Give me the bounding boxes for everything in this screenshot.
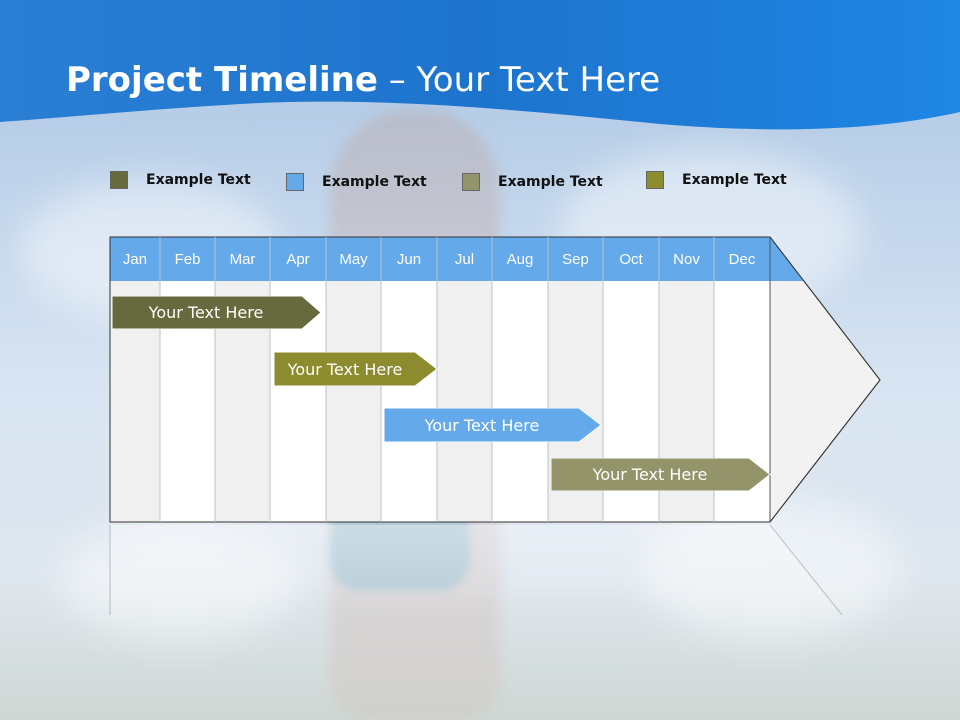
slide-title: Project Timeline – Your Text Here — [66, 60, 661, 100]
task-bar-3[interactable]: Your Text Here — [384, 408, 602, 442]
task-arrow-shape-2 — [274, 352, 438, 386]
legend-item-3: Example Text — [462, 172, 603, 192]
month-label-oct: Oct — [619, 250, 643, 268]
month-label-nov: Nov — [673, 250, 700, 268]
task-label-3: Your Text Here — [424, 415, 540, 435]
task-label-1: Your Text Here — [148, 303, 264, 322]
month-label-may: May — [339, 250, 368, 268]
legend-swatch-1 — [110, 171, 128, 189]
task-arrow-shape-4 — [551, 458, 771, 491]
legend-swatch-3 — [462, 173, 480, 191]
header-banner — [0, 0, 960, 130]
legend-label-1: Example Text — [146, 172, 251, 188]
legend-swatch-2 — [286, 173, 304, 191]
month-column — [326, 281, 381, 522]
task-label-2: Your Text Here — [287, 359, 403, 379]
legend-label-2: Example Text — [322, 174, 427, 190]
month-label-sep: Sep — [562, 250, 589, 268]
month-label-aug: Aug — [506, 250, 534, 268]
task-bar-1[interactable]: Your Text Here — [112, 296, 322, 329]
task-label-4: Your Text Here — [592, 465, 708, 484]
task-bar-2[interactable]: Your Text Here — [274, 352, 438, 386]
month-label-mar: Mar — [229, 250, 256, 268]
month-column — [381, 281, 437, 522]
month-label-jan: Jan — [122, 250, 148, 268]
task-arrow-shape-1 — [112, 296, 322, 329]
legend-label-4: Example Text — [682, 172, 787, 188]
task-bar-4[interactable]: Your Text Here — [551, 458, 771, 491]
month-label-jun: Jun — [396, 250, 422, 268]
month-column — [437, 281, 492, 522]
month-label-apr: Apr — [286, 250, 310, 268]
legend-swatch-4 — [646, 171, 664, 189]
legend-item-1: Example Text — [110, 170, 251, 190]
month-label-jul: Jul — [454, 250, 475, 268]
task-arrow-shape-3 — [384, 408, 602, 442]
legend-item-2: Example Text — [286, 172, 427, 192]
legend-label-3: Example Text — [498, 174, 603, 190]
legend-item-4: Example Text — [646, 170, 787, 190]
month-label-dec: Dec — [728, 250, 756, 268]
month-column — [492, 281, 548, 522]
month-label-feb: Feb — [174, 250, 201, 268]
